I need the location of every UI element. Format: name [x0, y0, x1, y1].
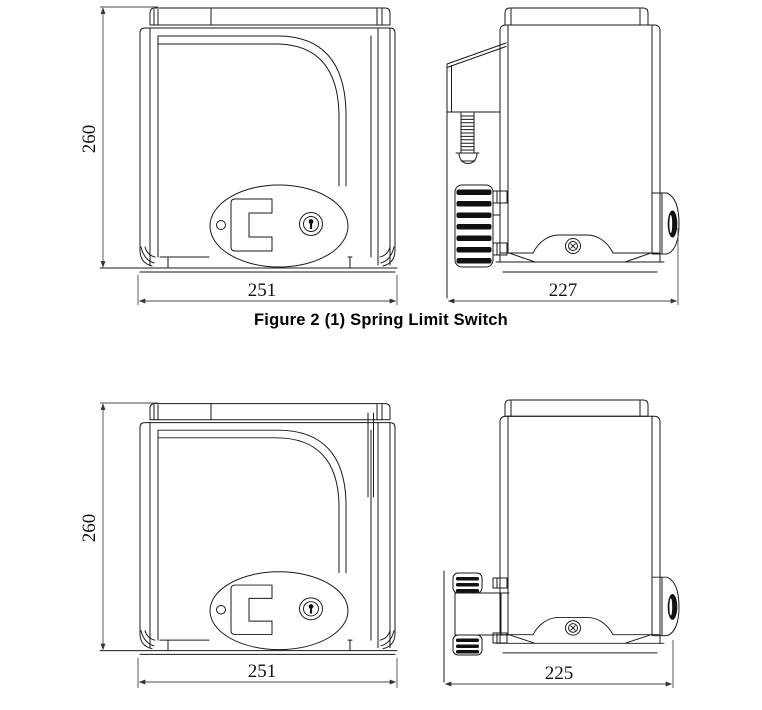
front-view-top-drawing: 260 251: [79, 6, 398, 305]
figure-caption: Figure 2 (1) Spring Limit Switch: [254, 311, 508, 329]
width-dimension-label: 251: [248, 280, 277, 301]
spring-bolt-threads: [460, 115, 475, 151]
front-view-body: [99, 7, 398, 273]
width-extension-lines: [137, 658, 398, 688]
depth-dimension-label: 225: [545, 663, 574, 684]
cover-edge-hatch: [367, 412, 374, 498]
depth-dimension-label: 227: [549, 280, 578, 301]
side-view-body: [495, 7, 680, 273]
spring-bolt-hook: [455, 152, 480, 164]
gear-mount-tab-bottom: [492, 242, 508, 256]
height-dimension-label: 260: [79, 514, 100, 543]
side-view-bottom-drawing: 225: [443, 399, 680, 688]
side-view-body: [495, 399, 680, 654]
gear-mount-tab-top: [492, 577, 508, 589]
side-view-top-drawing: 227: [446, 7, 680, 305]
height-dimension-label: 260: [79, 125, 100, 154]
gear-mount-tab-top: [492, 190, 508, 204]
front-view-body: [99, 403, 398, 655]
front-view-bottom-drawing: 260 251: [79, 402, 398, 688]
pinion-gear-outline: [454, 184, 494, 268]
gear-mount-tab-bottom: [492, 632, 508, 644]
limit-switch-plate: [446, 42, 507, 113]
pinion-gear-teeth: [456, 189, 492, 264]
width-dimension-label: 251: [248, 661, 277, 682]
adjuster-knob-knurls: [456, 577, 479, 654]
width-extension-lines: [137, 275, 398, 305]
gear-housing-block: [454, 592, 510, 636]
gear-mount-tab-lines: [492, 190, 501, 256]
